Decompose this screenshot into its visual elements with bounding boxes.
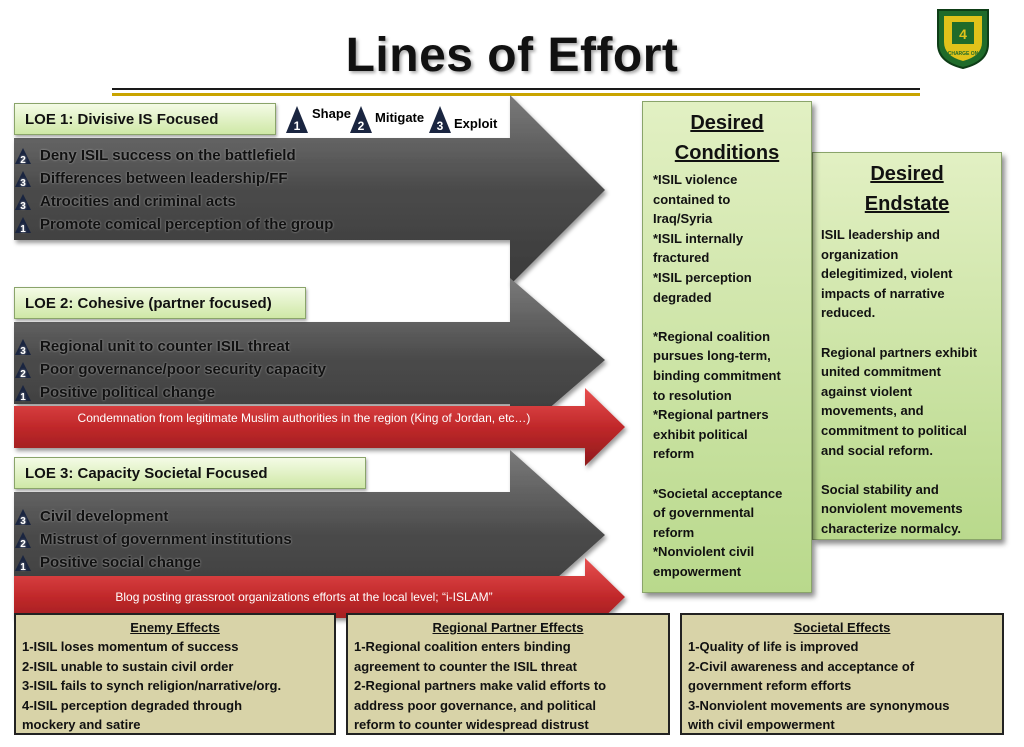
phase-1-triangle-icon: 1: [286, 106, 308, 133]
phase-3-label: Exploit: [454, 116, 498, 131]
regional-partner-effects-box: Regional Partner Effects 1-Regional coal…: [346, 613, 670, 735]
svg-text:2: 2: [358, 119, 365, 133]
desired-conditions-body: *ISIL violence contained to Iraq/Syria *…: [653, 172, 783, 579]
phase-legend: 1 Shape 2 Mitigate 3 Exploit: [284, 104, 504, 136]
phase-triangle-icon: 2: [15, 147, 31, 165]
item-text: Civil development: [40, 508, 169, 525]
desired-conditions-heading: Desired Conditions: [674, 112, 780, 164]
unit-insignia-icon: 4 CHARGE ON: [934, 6, 992, 70]
loe3-banner-text: Blog posting grassroot organizations eff…: [115, 590, 493, 604]
loe2-items: 3 Regional unit to counter ISIL threat 2…: [14, 335, 514, 404]
societal-effects-heading: Societal Effects: [793, 620, 891, 635]
list-item: 2 Mistrust of government institutions: [14, 528, 514, 551]
item-text: Promote comical perception of the group: [40, 216, 334, 233]
desired-conditions-box: Desired Conditions *ISIL violence contai…: [642, 101, 812, 593]
item-text: Mistrust of government institutions: [40, 531, 292, 548]
svg-text:1: 1: [20, 224, 26, 234]
loe2-red-arrow: [14, 388, 625, 466]
list-item: 1 Positive social change: [14, 551, 514, 574]
phase-triangle-icon: 1: [15, 384, 31, 402]
svg-text:3: 3: [20, 346, 26, 356]
phase-2-label: Mitigate: [375, 110, 425, 125]
svg-text:3: 3: [20, 201, 26, 211]
page-title: Lines of Effort: [345, 29, 679, 82]
list-item: 3 Differences between leadership/FF: [14, 167, 514, 190]
phase-3-triangle-icon: 3: [429, 106, 451, 133]
phase-triangle-icon: 2: [15, 531, 31, 549]
list-item: 3 Regional unit to counter ISIL threat: [14, 335, 514, 358]
item-text: Poor governance/poor security capacity: [40, 361, 326, 378]
desired-endstate-box: Desired Endstate ISIL leadership and org…: [812, 152, 1002, 540]
list-item: 1 Promote comical perception of the grou…: [14, 213, 514, 236]
item-text: Positive political change: [40, 384, 216, 401]
phase-triangle-icon: 3: [15, 508, 31, 526]
loe2-label: LOE 2: Cohesive (partner focused): [14, 287, 306, 319]
title-rule-accent: [112, 93, 920, 96]
regional-partner-effects-heading: Regional Partner Effects: [432, 620, 584, 635]
phase-triangle-icon: 1: [15, 554, 31, 572]
phase-triangle-icon: 3: [15, 170, 31, 188]
svg-text:2: 2: [20, 155, 26, 165]
phase-triangle-icon: 1: [15, 216, 31, 234]
item-text: Differences between leadership/FF: [40, 170, 288, 187]
list-item: 2 Deny ISIL success on the battlefield: [14, 144, 514, 167]
societal-effects-box: Societal Effects 1-Quality of life is im…: [680, 613, 1004, 735]
title-rule: [112, 88, 920, 90]
loe1-label: LOE 1: Divisive IS Focused: [14, 103, 276, 135]
svg-text:2: 2: [20, 369, 26, 379]
loe2-arrow: [14, 278, 605, 442]
desired-endstate-heading: Desired Endstate: [864, 163, 950, 215]
item-text: Regional unit to counter ISIL threat: [40, 338, 290, 355]
phase-1-label: Shape: [312, 106, 352, 121]
loe2-banner-text: Condemnation from legitimate Muslim auth…: [77, 411, 531, 425]
svg-text:1: 1: [20, 562, 26, 572]
item-text: Atrocities and criminal acts: [40, 193, 236, 210]
loe1-items: 2 Deny ISIL success on the battlefield 3…: [14, 144, 514, 236]
svg-text:2: 2: [20, 539, 26, 549]
enemy-effects-box: Enemy Effects 1-ISIL loses momentum of s…: [14, 613, 336, 735]
loe3-label: LOE 3: Capacity Societal Focused: [14, 457, 366, 489]
phase-2-triangle-icon: 2: [350, 106, 372, 133]
item-text: Positive social change: [40, 554, 201, 571]
loe3-items: 3 Civil development 2 Mistrust of govern…: [14, 505, 514, 574]
phase-triangle-icon: 3: [15, 338, 31, 356]
phase-triangle-icon: 3: [15, 193, 31, 211]
svg-text:1: 1: [20, 392, 26, 402]
svg-text:4: 4: [959, 26, 967, 42]
svg-text:3: 3: [20, 178, 26, 188]
loe1-arrow: [14, 95, 605, 285]
list-item: 2 Poor governance/poor security capacity: [14, 358, 514, 381]
svg-text:3: 3: [437, 119, 444, 133]
item-text: Deny ISIL success on the battlefield: [40, 147, 296, 164]
enemy-effects-body: 1-ISIL loses momentum of success 2-ISIL …: [22, 639, 282, 732]
svg-text:3: 3: [20, 516, 26, 526]
list-item: 3 Civil development: [14, 505, 514, 528]
enemy-effects-heading: Enemy Effects: [130, 620, 220, 635]
phase-triangle-icon: 2: [15, 361, 31, 379]
desired-endstate-body: ISIL leadership and organization delegit…: [821, 227, 978, 536]
list-item: 1 Positive political change: [14, 381, 514, 404]
svg-text:1: 1: [294, 119, 301, 133]
logo-motto: CHARGE ON: [948, 51, 979, 57]
societal-effects-body: 1-Quality of life is improved 2-Civil aw…: [688, 639, 950, 732]
list-item: 3 Atrocities and criminal acts: [14, 190, 514, 213]
regional-partner-effects-body: 1-Regional coalition enters binding agre…: [354, 639, 607, 732]
